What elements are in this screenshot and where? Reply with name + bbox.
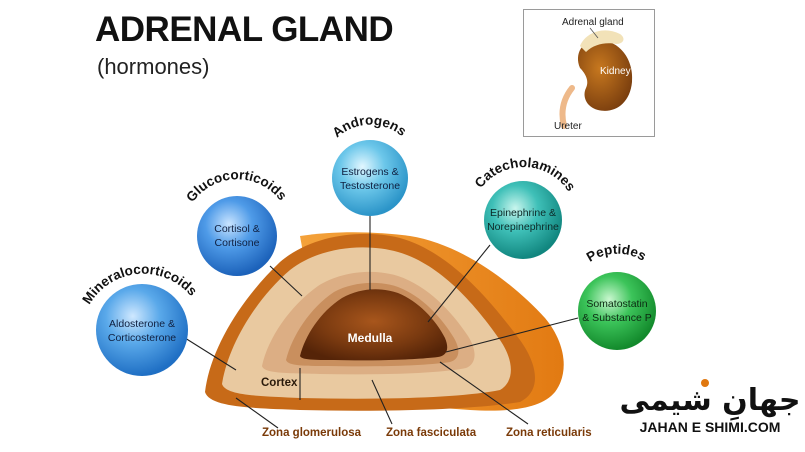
page-title: ADRENAL GLAND xyxy=(95,10,394,49)
adrenal-gland-cross-section xyxy=(205,232,564,411)
hormone-sphere xyxy=(96,284,188,376)
logo-arabic-text: جهانِ شیمی xyxy=(620,383,801,422)
hormone-peptides: Somatostatin & Substance P Peptides xyxy=(578,242,656,350)
inset-kidney-label: Kidney xyxy=(600,66,631,77)
medulla-label: Medulla xyxy=(348,331,393,345)
leader-glucocorticoids xyxy=(269,265,303,297)
cortex-label: Cortex xyxy=(261,377,298,389)
hormone-glucocorticoids: Cortisol & Cortisone Glucocorticoids xyxy=(183,167,290,276)
leader-lines xyxy=(184,215,579,429)
hormone-line2: & Substance P xyxy=(582,312,651,324)
hormone-line2: Norepinephrine xyxy=(487,221,559,233)
hormone-line2: Corticosterone xyxy=(108,332,176,344)
hormone-line1: Aldosterone & xyxy=(109,318,175,330)
logo-latin-text: JAHAN E SHIMI.COM xyxy=(640,419,781,435)
zona-fasciculata-label: Zona fasciculata xyxy=(386,427,477,439)
page-subtitle: (hormones) xyxy=(97,54,210,79)
hormone-line1: Somatostatin xyxy=(586,298,647,310)
jahaneshimi-logo: جهانِ شیمی JAHAN E SHIMI.COM xyxy=(620,379,801,435)
hormone-group-label: Peptides xyxy=(584,242,649,265)
hormone-mineralocorticoids: Aldosterone & Corticosterone Mineralocor… xyxy=(79,262,200,376)
hormone-line2: Cortisone xyxy=(215,237,260,249)
hormone-line1: Estrogens & xyxy=(341,166,398,178)
hormone-sphere xyxy=(197,196,277,276)
ureter-tube xyxy=(559,85,575,129)
zona-glomerulosa-label: Zona glomerulosa xyxy=(262,427,362,439)
hormone-sphere xyxy=(332,140,408,216)
leader-catecholamines xyxy=(427,244,491,323)
hormone-androgens: Estrogens & Testosterone Androgens xyxy=(329,113,409,216)
kidney-shape xyxy=(578,40,633,111)
zona-reticularis-label: Zona reticularis xyxy=(506,427,592,439)
hormone-sphere xyxy=(484,181,562,259)
leader-zona-fasciculata xyxy=(371,379,393,425)
hormone-catecholamines: Epinephrine & Norepinephrine Catecholami… xyxy=(472,155,579,259)
leader-peptides xyxy=(445,317,579,353)
leader-zona-reticularis xyxy=(439,361,529,425)
medulla-region xyxy=(300,289,448,361)
hormone-group-label: Androgens xyxy=(329,113,409,141)
hormone-sphere xyxy=(578,272,656,350)
inset-leader xyxy=(589,27,599,39)
adrenal-cap-shape xyxy=(580,30,624,52)
inset-ureter-label: Ureter xyxy=(554,121,582,132)
kidney-inset: Adrenal gland Kidney Ureter xyxy=(523,9,655,137)
leader-mineralocorticoids xyxy=(184,337,237,371)
hormone-line1: Cortisol & xyxy=(214,223,260,235)
logo-dot xyxy=(701,379,709,387)
hormone-line1: Epinephrine & xyxy=(490,207,556,219)
hormone-line2: Testosterone xyxy=(340,180,400,192)
inset-adrenal-label: Adrenal gland xyxy=(562,17,624,28)
leader-zona-glomerulosa xyxy=(235,397,279,429)
